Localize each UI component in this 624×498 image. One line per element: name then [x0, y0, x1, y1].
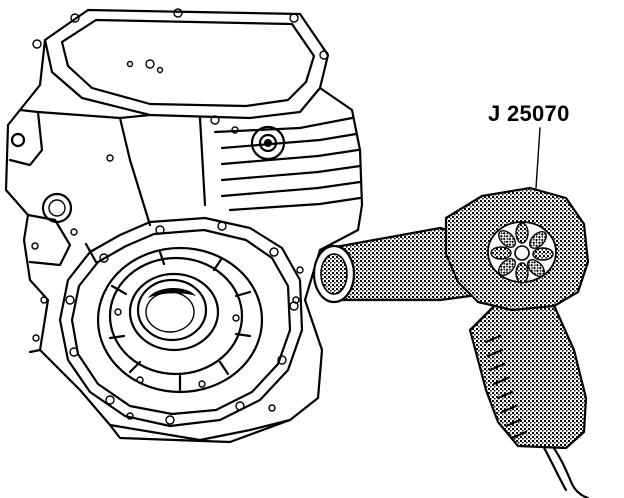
pump-cover-icon	[58, 216, 304, 428]
tool-callout-label: J 25070	[488, 101, 570, 126]
transmission-case-icon	[4, 8, 364, 444]
heat-gun-icon	[312, 127, 590, 498]
